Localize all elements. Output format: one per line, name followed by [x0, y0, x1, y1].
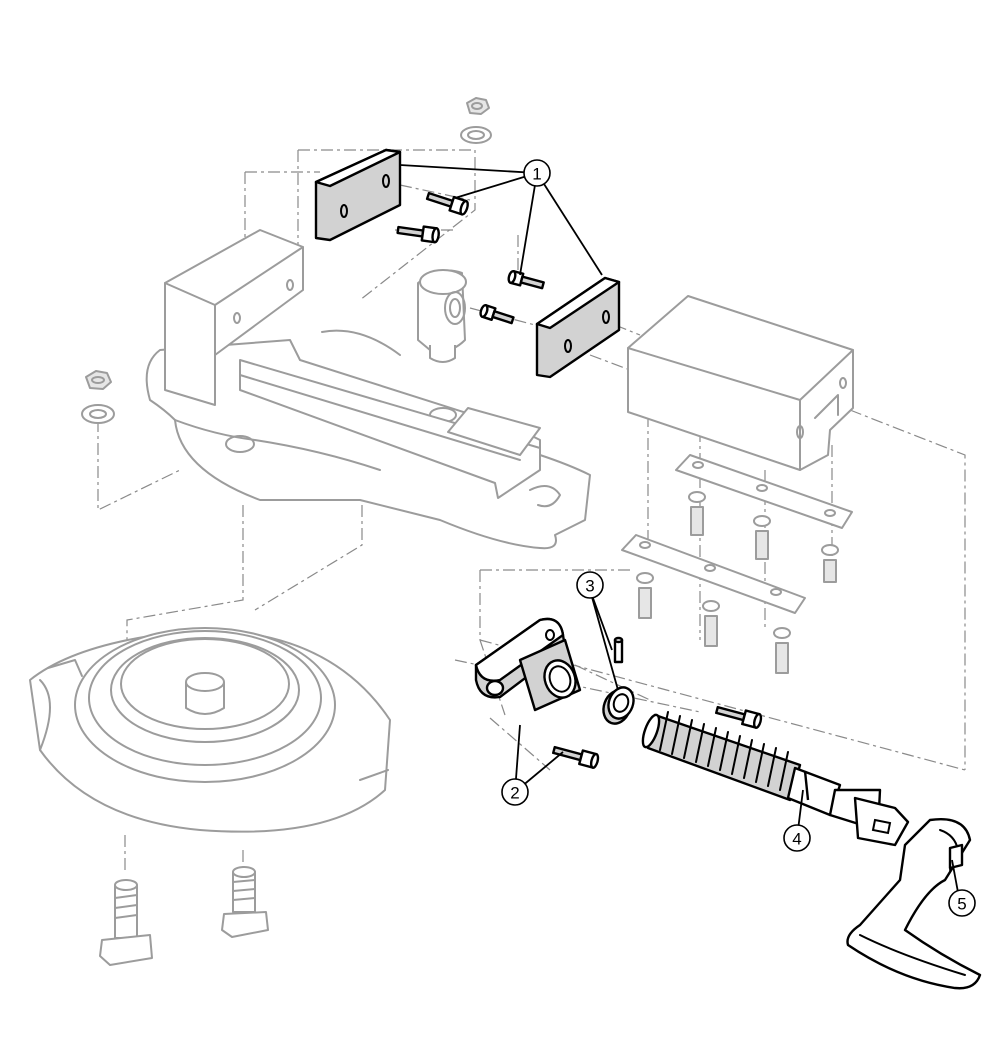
- leader-lines: [399, 164, 961, 904]
- context-parts: [29, 97, 854, 966]
- callout-1: 1: [523, 159, 551, 187]
- gib-screws: [636, 491, 839, 674]
- highlighted-parts: 1 2 3 4 5: [314, 148, 982, 990]
- gib-strips: [621, 454, 853, 614]
- callout-2-label: 2: [510, 784, 519, 803]
- left-nut-washer: [81, 370, 115, 424]
- bearing-flange: [474, 617, 582, 712]
- callout-2: 2: [501, 778, 529, 806]
- screw-nut-housing: [417, 269, 467, 363]
- roll-pin: [613, 636, 624, 664]
- movable-jaw-block: [627, 295, 854, 471]
- jaw-plate-upper: [314, 148, 402, 242]
- callout-5: 5: [948, 889, 976, 917]
- callout-5-label: 5: [957, 895, 966, 914]
- callout-4: 4: [783, 824, 811, 852]
- top-nut-washer: [460, 97, 492, 144]
- callout-1-label: 1: [532, 165, 541, 184]
- callout-3-label: 3: [585, 577, 594, 596]
- jaw-plate-lower: [535, 276, 621, 379]
- thrust-collar: [602, 686, 635, 725]
- callout-3: 3: [576, 571, 604, 599]
- lead-screw: [641, 711, 910, 847]
- callout-4-label: 4: [792, 830, 801, 849]
- t-bolts: [99, 866, 269, 966]
- vise-body: [145, 229, 591, 550]
- collar-screw: [715, 705, 763, 729]
- bearing-flange-screw: [552, 745, 600, 769]
- swivel-base: [29, 627, 391, 833]
